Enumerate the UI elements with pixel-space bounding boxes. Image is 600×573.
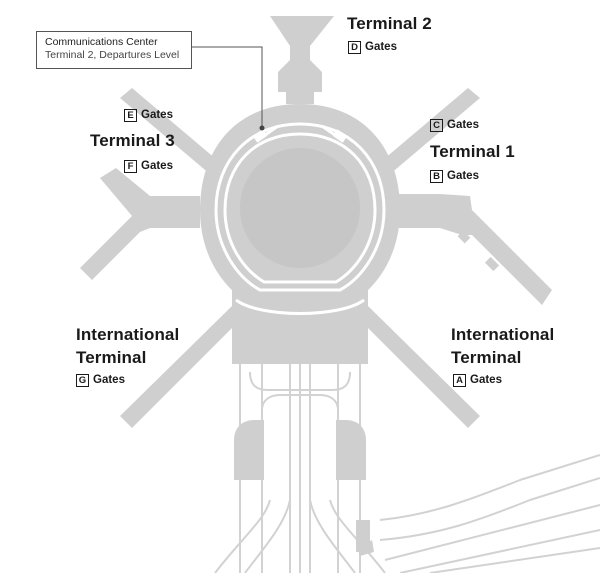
international-terminal-right-line2: Terminal xyxy=(451,348,522,367)
gate-text: Gates xyxy=(447,170,479,182)
hub-lower-curve xyxy=(235,298,365,315)
gate-letter-badge: D xyxy=(348,40,361,54)
gates-c-label: C Gates xyxy=(430,118,479,132)
gates-d-label: D Gates xyxy=(348,40,397,54)
gates-b-label: B Gates xyxy=(430,169,479,183)
terminal-2-label: Terminal 2 xyxy=(347,14,432,33)
gate-letter-badge: B xyxy=(430,169,443,183)
gate-text: Gates xyxy=(470,374,502,386)
central-parking-core xyxy=(240,148,360,268)
terminal-3-label: Terminal 3 xyxy=(90,131,175,150)
terminal-buildings xyxy=(80,16,552,556)
communications-center-callout: Communications Center Terminal 2, Depart… xyxy=(36,31,192,69)
international-terminal-left-line1: International xyxy=(76,325,180,344)
callout-leader-line xyxy=(192,46,263,126)
callout-subtitle: Terminal 2, Departures Level xyxy=(45,49,180,61)
gate-letter-badge: C xyxy=(430,118,443,132)
gates-f-label: F Gates xyxy=(124,159,173,173)
gate-letter-badge: F xyxy=(124,159,137,173)
gates-e-label: E Gates xyxy=(124,108,173,122)
gate-letter-badge: G xyxy=(76,373,89,387)
gate-letter-badge: E xyxy=(124,108,137,122)
gate-text: Gates xyxy=(447,119,479,131)
international-terminal-right-line1: International xyxy=(451,325,555,344)
gates-a-label: A Gates xyxy=(453,373,502,387)
gate-text: Gates xyxy=(93,374,125,386)
callout-title: Communications Center xyxy=(45,36,158,48)
gate-text: Gates xyxy=(141,109,173,121)
communications-center-marker xyxy=(259,125,265,131)
gate-text: Gates xyxy=(365,41,397,53)
gates-g-label: G Gates xyxy=(76,373,125,387)
international-terminal-left-line2: Terminal xyxy=(76,348,147,367)
gate-text: Gates xyxy=(141,160,173,172)
terminal-1-label: Terminal 1 xyxy=(430,142,515,161)
gate-letter-badge: A xyxy=(453,373,466,387)
